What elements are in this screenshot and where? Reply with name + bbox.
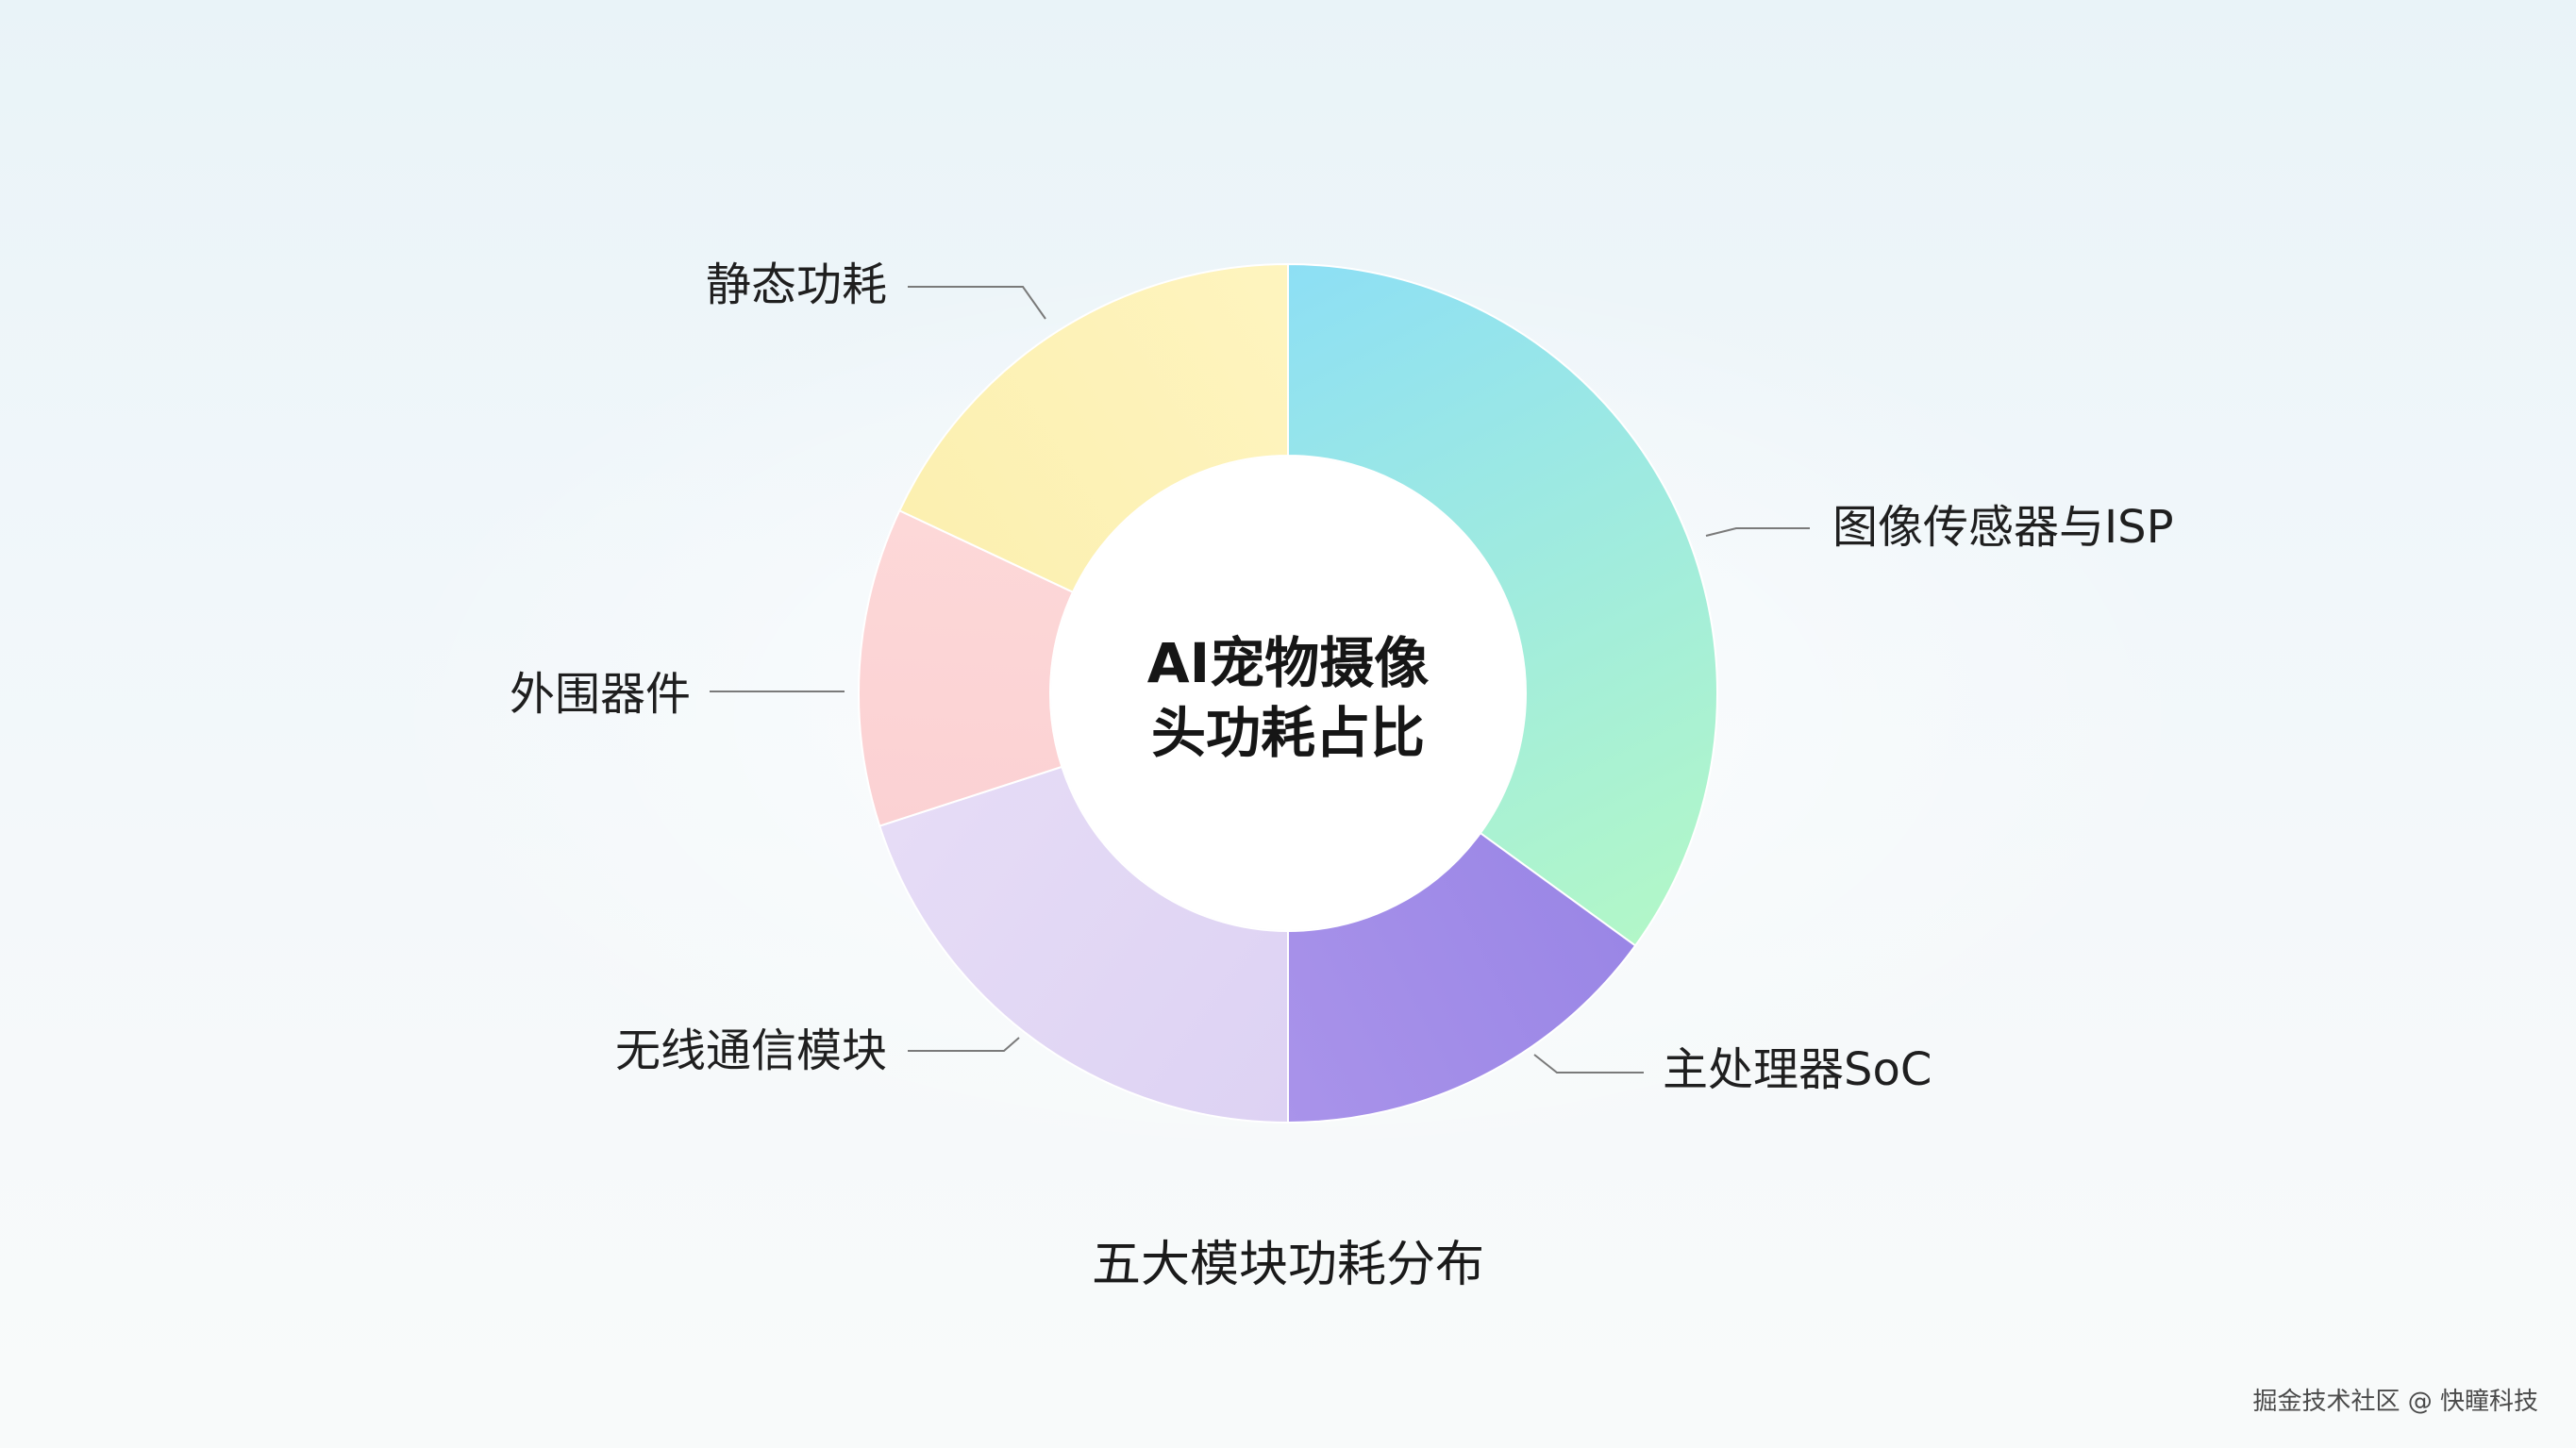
slice-3	[878, 765, 1289, 1124]
leader-line-5	[908, 286, 1046, 320]
slice-2	[1287, 831, 1637, 1124]
leader-line-1	[1705, 527, 1810, 537]
donut-hole	[1051, 457, 1525, 930]
slice-5	[897, 262, 1289, 594]
slice-4	[858, 508, 1075, 827]
slice-label-1: 图像传感器与ISP	[1832, 501, 2174, 554]
watermark: 掘金技术社区 @ 快瞳科技	[2252, 1388, 2538, 1416]
slice-label-5: 静态功耗	[706, 258, 887, 311]
slice-label-4: 外围器件	[510, 668, 691, 721]
slice-label-3: 无线通信模块	[615, 1024, 887, 1077]
slice-labels: 图像传感器与ISP 主处理器SoC 无线通信模块 外围器件 静态功耗	[510, 258, 2174, 1096]
leader-line-3	[908, 1037, 1020, 1052]
leader-line-2	[1533, 1054, 1644, 1074]
center-title-line1: AI宠物摄像	[1147, 631, 1429, 695]
center-title-line2: 头功耗占比	[1151, 701, 1425, 765]
chart-subtitle: 五大模块功耗分布	[1092, 1237, 1484, 1293]
leader-lines	[710, 286, 1810, 1074]
slice-1	[1287, 262, 1718, 947]
slice-label-2: 主处理器SoC	[1663, 1043, 1932, 1096]
slices-group	[858, 262, 1718, 1124]
